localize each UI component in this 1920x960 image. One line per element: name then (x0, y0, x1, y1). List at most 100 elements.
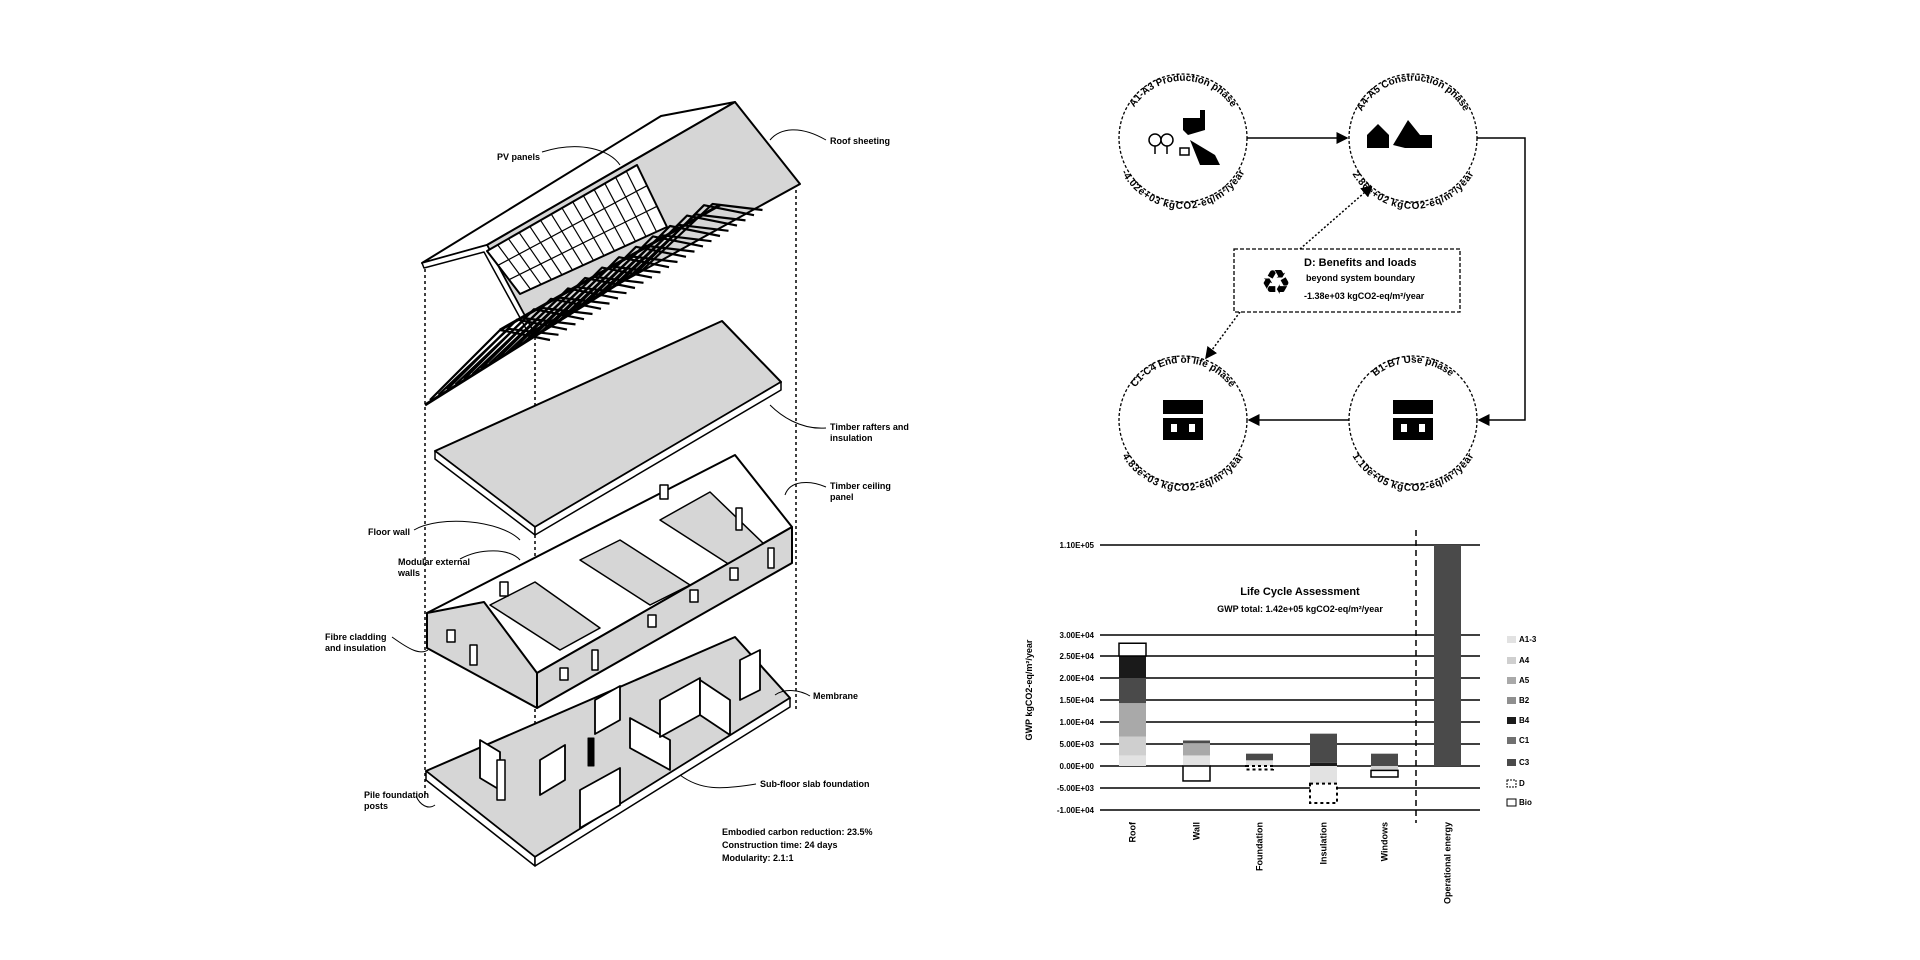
bar-segment-c3 (1183, 740, 1210, 744)
legend-item: B4 (1507, 716, 1530, 725)
legend-item: A4 (1507, 656, 1530, 665)
y-tick-label: 5.00E+03 (1060, 740, 1095, 749)
y-tick-label: 1.10E+05 (1060, 541, 1095, 550)
label-pv-panels: PV panels (497, 152, 540, 162)
production-phase-circle (1118, 73, 1248, 203)
legend-swatch (1507, 657, 1516, 664)
rafter-layer (424, 202, 763, 407)
legend-label: D (1519, 779, 1525, 788)
x-tick-label: Insulation (1319, 822, 1329, 865)
legend-item: A1-3 (1507, 635, 1537, 644)
y-axis-label: GWP kgCO2-eq/m²/year (1024, 639, 1034, 740)
lifecycle-diagram: A1-A3 Production phase -4.02e+03 kgCO2-e… (1118, 73, 1526, 494)
legend-label: A4 (1519, 656, 1530, 665)
legend-swatch (1507, 717, 1516, 724)
floor-slab (425, 636, 791, 867)
svg-text:♻: ♻ (1261, 263, 1291, 303)
legend-label: A5 (1519, 676, 1530, 685)
solar-panel-array (486, 164, 668, 295)
legend-item: A5 (1507, 676, 1530, 685)
benefits-title: D: Benefits and loads (1304, 257, 1416, 269)
x-tick-label: Foundation (1255, 822, 1265, 871)
label-cladding: Fibre cladding (325, 632, 387, 642)
y-tick-label: -5.00E+03 (1057, 784, 1095, 793)
bar-segment-c3 (1371, 753, 1398, 766)
stat-construction-time: Construction time: 24 days (722, 840, 838, 850)
bar-segment-a5 (1183, 743, 1210, 756)
legend-label: Bio (1519, 798, 1532, 807)
label-pile-foundation: Pile foundation (364, 790, 429, 800)
legend-swatch (1507, 697, 1516, 704)
arrow-end-to-benefits (1205, 311, 1241, 360)
legend-label: A1-3 (1519, 635, 1537, 644)
x-tick-label: Windows (1380, 822, 1390, 861)
bar-segment-a1-3 (1246, 760, 1273, 766)
benefits-beyond-boundary-box: ♻ D: Benefits and loads beyond system bo… (1233, 248, 1461, 313)
legend-item: C3 (1507, 758, 1530, 767)
arrow-construction-to-use (1477, 137, 1526, 426)
legend-item: C1 (1507, 736, 1530, 745)
legend-swatch (1507, 759, 1516, 766)
label-rafters-2: insulation (830, 433, 873, 443)
bar-segment-b4 (1310, 762, 1337, 766)
label-floor-wall: Floor wall (368, 527, 410, 537)
bar-segment-a1-3 (1310, 766, 1337, 784)
forest-harvester-icon (1148, 110, 1220, 165)
y-tick-label: 3.00E+04 (1060, 631, 1095, 640)
bar-segment-a1-3 (1119, 755, 1146, 766)
bar-segment-c3 (1434, 545, 1461, 766)
wall-module (426, 454, 793, 709)
legend-label: B2 (1519, 696, 1530, 705)
y-tick-label: 0.00E+00 (1060, 762, 1095, 771)
exploded-house-axonometric: PV panels Roof sheeting Timber rafters a… (325, 101, 909, 867)
legend-label: C1 (1519, 736, 1530, 745)
bar-segment-c3 (1246, 753, 1273, 761)
bar-windows (1370, 753, 1399, 778)
annotation-leaders (391, 129, 827, 808)
bar-segment-c3 (1119, 678, 1146, 704)
stat-embodied-carbon: Embodied carbon reduction: 23.5% (722, 827, 873, 837)
x-tick-label: Operational energy (1443, 822, 1453, 904)
arrow-benefits-to-construction (1299, 185, 1374, 250)
bar-segment-d (1245, 765, 1274, 771)
y-tick-label: 1.00E+04 (1060, 718, 1095, 727)
label-modular-walls: Modular external (398, 557, 470, 567)
lca-chart: 1.10E+053.00E+042.50E+042.00E+041.50E+04… (1024, 530, 1537, 904)
label-ceiling-panel-2: panel (830, 492, 854, 502)
bar-wall (1182, 740, 1211, 782)
chart-title: Life Cycle Assessment (1240, 586, 1360, 598)
x-tick-label: Wall (1192, 822, 1202, 840)
bar-segment-d (1309, 782, 1338, 804)
bar-segment-bio (1118, 642, 1147, 657)
bar-insulation (1309, 733, 1338, 804)
bar-segment-a4 (1371, 766, 1398, 771)
house-annotations: PV panels Roof sheeting Timber rafters a… (325, 136, 909, 863)
bar-roof (1118, 642, 1147, 766)
x-tick-label: Roof (1128, 821, 1138, 842)
legend-swatch (1507, 636, 1516, 643)
benefits-value: -1.38e+03 kgCO2-eq/m²/year (1304, 291, 1425, 301)
bar-segment-a1-3 (1183, 755, 1210, 766)
legend-swatch (1507, 677, 1516, 684)
label-pile-foundation-2: posts (364, 801, 388, 811)
legend-swatch (1506, 798, 1517, 807)
bar-segment-bio (1370, 769, 1399, 778)
y-tick-label: 2.00E+04 (1060, 674, 1095, 683)
ceiling-slab (434, 320, 782, 536)
y-tick-label: -1.00E+04 (1057, 806, 1095, 815)
bar-foundation (1245, 753, 1274, 771)
bar-segment-b4 (1119, 656, 1146, 678)
label-cladding-2: and insulation (325, 643, 386, 653)
label-modular-walls-2: walls (397, 568, 420, 578)
bar-segment-a5 (1119, 703, 1146, 737)
legend-label: B4 (1519, 716, 1530, 725)
house-module-use-icon (1393, 400, 1433, 440)
y-tick-label: 2.50E+04 (1060, 652, 1095, 661)
house-construction-icon (1367, 120, 1432, 148)
house-module-icon (1163, 400, 1203, 440)
legend-swatch (1506, 779, 1517, 788)
legend-item: B2 (1507, 696, 1530, 705)
label-rafters: Timber rafters and (830, 422, 909, 432)
stat-modularity: Modularity: 2.1:1 (722, 853, 794, 863)
